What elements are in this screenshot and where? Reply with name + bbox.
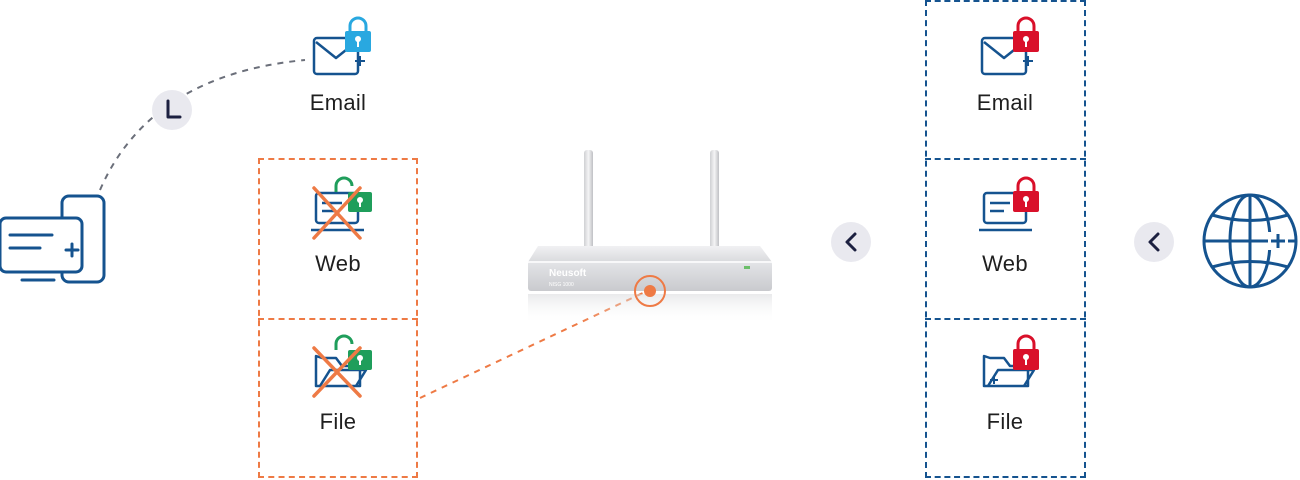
right-file-label: File [986,409,1024,434]
box-divider [925,158,1086,160]
lock-icon [345,16,371,52]
email-connection-line [99,59,306,191]
lock-icon [1013,334,1039,370]
router-model: NISG 1000 [549,282,574,288]
blocked-cross-icon [312,186,362,240]
box-divider [925,318,1086,320]
lock-icon [1013,176,1039,212]
chevron-left-icon [831,222,871,262]
globe-icon [1202,193,1298,289]
box-divider [258,318,418,320]
right-email-label: Email [976,90,1034,115]
left-web-label: Web [315,251,361,276]
left-file-label: File [319,409,357,434]
lock-icon [1013,16,1039,52]
blocked-cross-icon [312,346,362,398]
protected-channels-box [925,0,1086,478]
router-brand: Neusoft [549,268,587,279]
cards-icon [0,194,106,284]
chevron-left-icon [1134,222,1174,262]
left-email-label: Email [309,90,367,115]
router-device [528,150,772,324]
router-logo: Neusoft NISG 1000 [549,268,587,288]
clock-icon [152,90,192,130]
right-web-label: Web [982,251,1028,276]
target-icon [634,275,666,307]
